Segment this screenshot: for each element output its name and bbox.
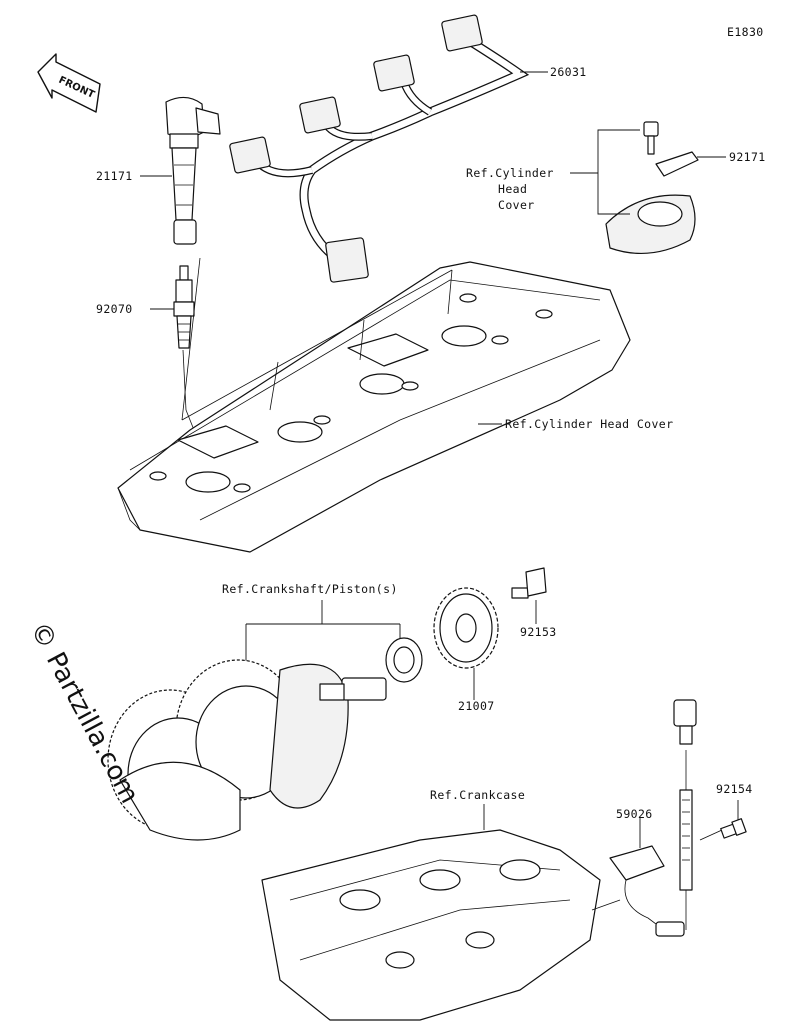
ref-crankshaft: Ref.Crankshaft/Piston(s) xyxy=(222,582,398,596)
part-label-21171: 21171 xyxy=(96,169,133,183)
crankcase xyxy=(261,829,601,1021)
ref-cyl-head-cover-small-line2: Head xyxy=(498,182,527,196)
part-label-21007: 21007 xyxy=(458,699,495,713)
ref-crankcase: Ref.Crankcase xyxy=(430,788,525,802)
ref-cyl-head-cover: Ref.Cylinder Head Cover xyxy=(505,417,673,431)
part-label-26031: 26031 xyxy=(550,65,587,79)
part-label-92154: 92154 xyxy=(716,782,753,796)
crank-sensor xyxy=(609,699,697,937)
wiring-harness xyxy=(229,14,530,283)
cylinder-head-cover xyxy=(117,261,631,553)
part-label-59026: 59026 xyxy=(616,807,653,821)
crankshaft xyxy=(107,637,423,841)
part-label-92070: 92070 xyxy=(96,302,133,316)
part-label-92171: 92171 xyxy=(729,150,766,164)
sensor-screw xyxy=(720,818,747,839)
part-label-92153: 92153 xyxy=(520,625,557,639)
ref-cyl-head-cover-small-line3: Cover xyxy=(498,198,535,212)
ignition-coil xyxy=(165,96,221,245)
cover-bracket xyxy=(605,121,699,255)
rotor-bolt xyxy=(511,567,547,599)
diagram-code: E1830 xyxy=(727,25,764,39)
ref-cyl-head-cover-small-line1: Ref.Cylinder xyxy=(466,166,554,180)
front-arrow-icon: FRONT xyxy=(37,53,101,113)
timing-rotor xyxy=(433,587,499,669)
